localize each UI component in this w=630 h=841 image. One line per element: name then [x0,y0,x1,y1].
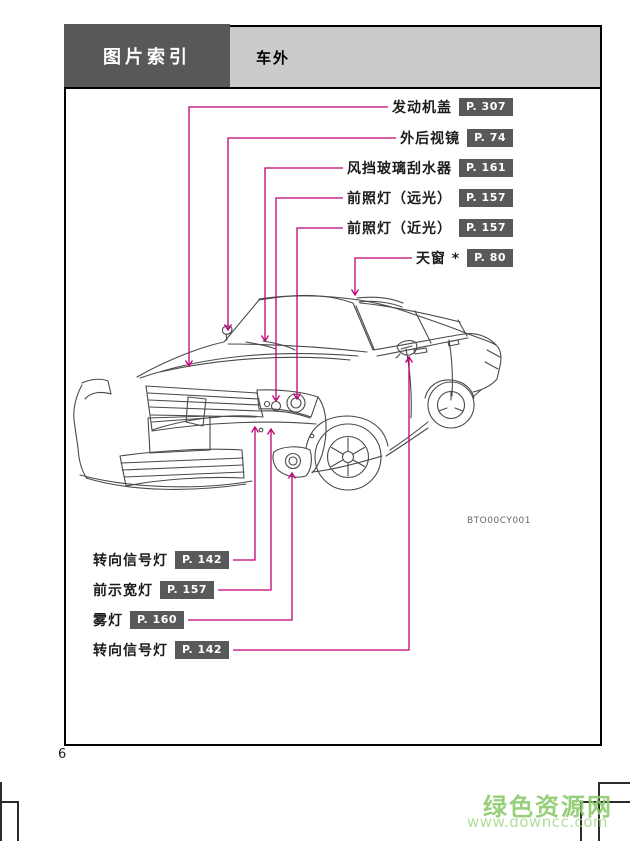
page-ref-badge: P. 157 [458,188,513,207]
next-page-fragment-line [580,801,582,841]
next-page-fragment-line [0,801,18,803]
callout-label: 雾灯 [93,612,123,629]
page-ref-badge: P. 142 [175,640,230,659]
page-ref-badge: P. 74 [467,128,513,147]
header-section-tab: 车外 [230,25,602,88]
callout-label: 天窗 * [415,250,461,267]
next-page-fragment-line [580,801,630,803]
page-ref-badge: P. 307 [458,97,513,116]
next-page-fragment-line [598,782,600,841]
callout-label: 外后视镜 [400,130,461,147]
page-ref-badge: P. 142 [175,550,230,569]
figure-code: BTO00CY001 [467,516,532,526]
section-title: 车外 [256,49,291,67]
callout-label: 风挡玻璃刮水器 [346,160,452,177]
page-ref-badge: P. 157 [458,218,513,237]
next-page-fragment-line [0,782,2,841]
callout-row: 转向信号灯 P. 142 [93,640,230,659]
next-page-fragment-line [17,801,19,841]
watermark-site-url: www.downcc.com [467,813,608,831]
header-index-tab: 图片索引 [64,24,230,88]
callout-row: 外后视镜 P. 74 [400,128,513,147]
callout-label: 前示宽灯 [93,582,153,599]
callout-row: 发动机盖 P. 307 [392,97,513,116]
next-page-fragment-line [598,782,630,784]
callout-row: 天窗 * P. 80 [416,248,513,267]
page-ref-badge: P. 157 [160,580,215,599]
callout-row: 前照灯（近光） P. 157 [347,218,513,237]
watermark-site-name: 绿色资源网 [483,793,613,821]
callout-label: 转向信号灯 [93,552,168,569]
callout-row: 转向信号灯 P. 142 [93,550,230,569]
page-number: 6 [58,747,67,762]
callout-row: 前照灯（远光） P. 157 [347,188,513,207]
callout-label: 前照灯（近光） [346,220,452,237]
page-ref-badge: P. 80 [467,248,513,267]
callout-label: 转向信号灯 [93,642,168,659]
index-tab-label: 图片索引 [103,47,191,68]
page-ref-badge: P. 160 [130,610,185,629]
callout-label: 发动机盖 [391,99,452,116]
callout-row: 雾灯 P. 160 [93,610,185,629]
callout-row: 风挡玻璃刮水器 P. 161 [347,158,513,177]
callout-label: 前照灯（远光） [346,190,452,207]
car-illustration [60,270,540,540]
page-ref-badge: P. 161 [458,158,513,177]
callout-row: 前示宽灯 P. 157 [93,580,215,599]
